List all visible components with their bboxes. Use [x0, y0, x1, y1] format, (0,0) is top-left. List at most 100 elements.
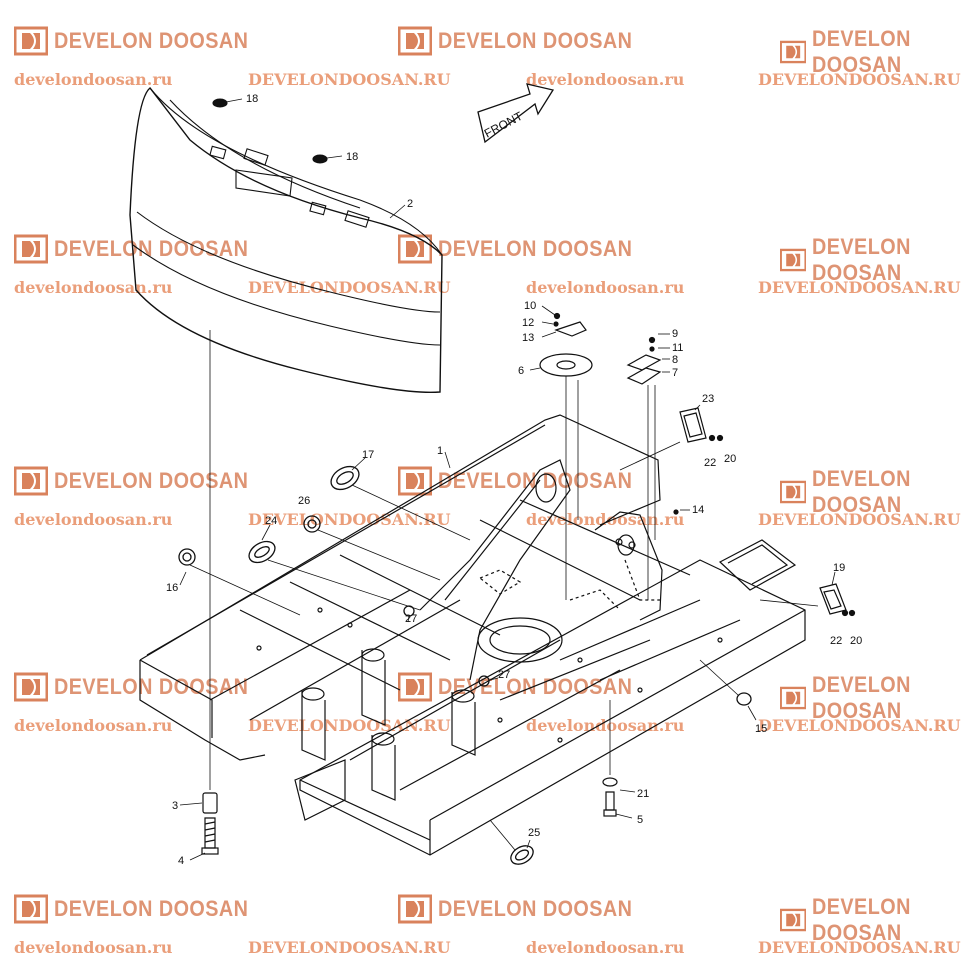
watermark-logo: DEVELON DOOSAN	[780, 672, 980, 724]
develon-logo-icon	[780, 248, 807, 272]
watermark-logo: DEVELON DOOSAN	[780, 234, 980, 286]
watermark-brand: DEVELON DOOSAN	[438, 236, 633, 261]
callout-18: 18	[246, 93, 258, 105]
watermark-site: DEVELONDOOSAN.RU	[248, 510, 451, 529]
develon-logo-icon	[14, 26, 48, 56]
develon-logo-icon	[780, 480, 807, 504]
watermark-site: develondoosan.ru	[14, 510, 173, 529]
watermark-brand: DEVELON DOOSAN	[438, 468, 633, 493]
callout-8: 8	[672, 354, 678, 366]
callout-18: 18	[346, 151, 358, 163]
watermark-site: DEVELONDOOSAN.RU	[758, 278, 961, 297]
watermark-site: develondoosan.ru	[14, 938, 173, 957]
washer-and-plate-parts	[539, 312, 856, 617]
watermark-site: DEVELONDOOSAN.RU	[248, 716, 451, 735]
callout-12: 12	[522, 317, 534, 329]
develon-logo-icon	[14, 466, 48, 496]
counterweight-part	[129, 87, 443, 394]
develon-logo-icon	[398, 466, 432, 496]
watermark-site: DEVELONDOOSAN.RU	[758, 510, 961, 529]
callout-14: 14	[692, 504, 704, 516]
watermark-brand: DEVELON DOOSAN	[812, 672, 912, 723]
watermark-site: DEVELONDOOSAN.RU	[248, 70, 451, 89]
develon-logo-icon	[398, 672, 432, 702]
callout-1: 1	[437, 445, 443, 457]
callout-7: 7	[672, 367, 678, 379]
watermark-brand: DEVELON DOOSAN	[438, 896, 633, 921]
watermark-brand: DEVELON DOOSAN	[812, 466, 912, 517]
callout-25: 25	[528, 827, 540, 839]
watermark-site: develondoosan.ru	[526, 278, 685, 297]
watermark-site: DEVELONDOOSAN.RU	[758, 70, 961, 89]
watermark-site: DEVELONDOOSAN.RU	[248, 278, 451, 297]
callout-22: 22	[830, 635, 842, 647]
callout-21: 21	[637, 788, 649, 800]
upper-frame-part	[139, 414, 806, 856]
front-direction-arrow: FRONT	[477, 83, 555, 144]
callout-11: 11	[672, 342, 683, 354]
callout-20: 20	[850, 635, 862, 647]
callout-15: 15	[755, 723, 767, 735]
callout-27: 27	[405, 613, 417, 625]
callout-17: 17	[362, 449, 374, 461]
callout-27: 27	[498, 669, 510, 681]
callout-labels: 18 18 2 10 12 13 6 9 11 8 7 23 22 20 1 1…	[166, 93, 862, 867]
watermark-brand: DEVELON DOOSAN	[54, 468, 249, 493]
watermark-logo: DEVELON DOOSAN	[780, 894, 980, 946]
watermark-brand: DEVELON DOOSAN	[54, 674, 249, 699]
callout-23: 23	[702, 393, 714, 405]
watermark-brand: DEVELON DOOSAN	[438, 28, 633, 53]
watermark-brand: DEVELON DOOSAN	[812, 234, 912, 285]
bolt-and-spacer-parts	[201, 777, 618, 855]
callout-13: 13	[522, 332, 534, 344]
develon-logo-icon	[780, 908, 807, 932]
watermark-logo: DEVELON DOOSAN	[780, 26, 980, 78]
watermark-site: develondoosan.ru	[526, 938, 685, 957]
callout-16: 16	[166, 582, 178, 594]
callout-22: 22	[704, 457, 716, 469]
develon-logo-icon	[14, 234, 48, 264]
callout-4: 4	[178, 855, 184, 867]
watermark-site: develondoosan.ru	[526, 716, 685, 735]
vent-cover-parts	[679, 407, 847, 615]
watermark-logo: DEVELON DOOSAN	[398, 894, 654, 924]
develon-logo-icon	[14, 672, 48, 702]
callout-6: 6	[518, 365, 524, 377]
callout-9: 9	[672, 328, 678, 340]
grommet-parts	[178, 465, 752, 865]
develon-logo-icon	[780, 40, 807, 64]
develon-logo-icon	[398, 234, 432, 264]
develon-logo-icon	[398, 26, 432, 56]
develon-logo-icon	[780, 686, 807, 710]
watermark-brand: DEVELON DOOSAN	[812, 26, 912, 77]
watermark-brand: DEVELON DOOSAN	[812, 894, 912, 945]
callout-10: 10	[524, 300, 536, 312]
watermark-brand: DEVELON DOOSAN	[54, 896, 249, 921]
watermark-logo: DEVELON DOOSAN	[14, 894, 270, 924]
develon-logo-icon	[398, 894, 432, 924]
watermark-logo: DEVELON DOOSAN	[780, 466, 980, 518]
watermark-logo: DEVELON DOOSAN	[14, 26, 270, 56]
callout-19: 19	[833, 562, 845, 574]
callout-20: 20	[724, 453, 736, 465]
callout-3: 3	[172, 800, 178, 812]
watermark-site: DEVELONDOOSAN.RU	[758, 716, 961, 735]
watermark-logo: DEVELON DOOSAN	[398, 466, 654, 496]
watermark-site: develondoosan.ru	[14, 70, 173, 89]
watermark-site: DEVELONDOOSAN.RU	[758, 938, 961, 957]
callout-26: 26	[298, 495, 310, 507]
watermark-logo: DEVELON DOOSAN	[14, 672, 270, 702]
cap-part	[212, 98, 328, 164]
watermark-logo: DEVELON DOOSAN	[14, 466, 270, 496]
watermark-site: develondoosan.ru	[14, 716, 173, 735]
watermark-site: develondoosan.ru	[526, 70, 685, 89]
develon-logo-icon	[14, 894, 48, 924]
watermark-site: develondoosan.ru	[14, 278, 173, 297]
watermark-logo: DEVELON DOOSAN	[398, 234, 654, 264]
callout-24: 24	[265, 515, 277, 527]
watermark-site: DEVELONDOOSAN.RU	[248, 938, 451, 957]
watermark-logo: DEVELON DOOSAN	[398, 26, 654, 56]
watermark-brand: DEVELON DOOSAN	[54, 28, 249, 53]
